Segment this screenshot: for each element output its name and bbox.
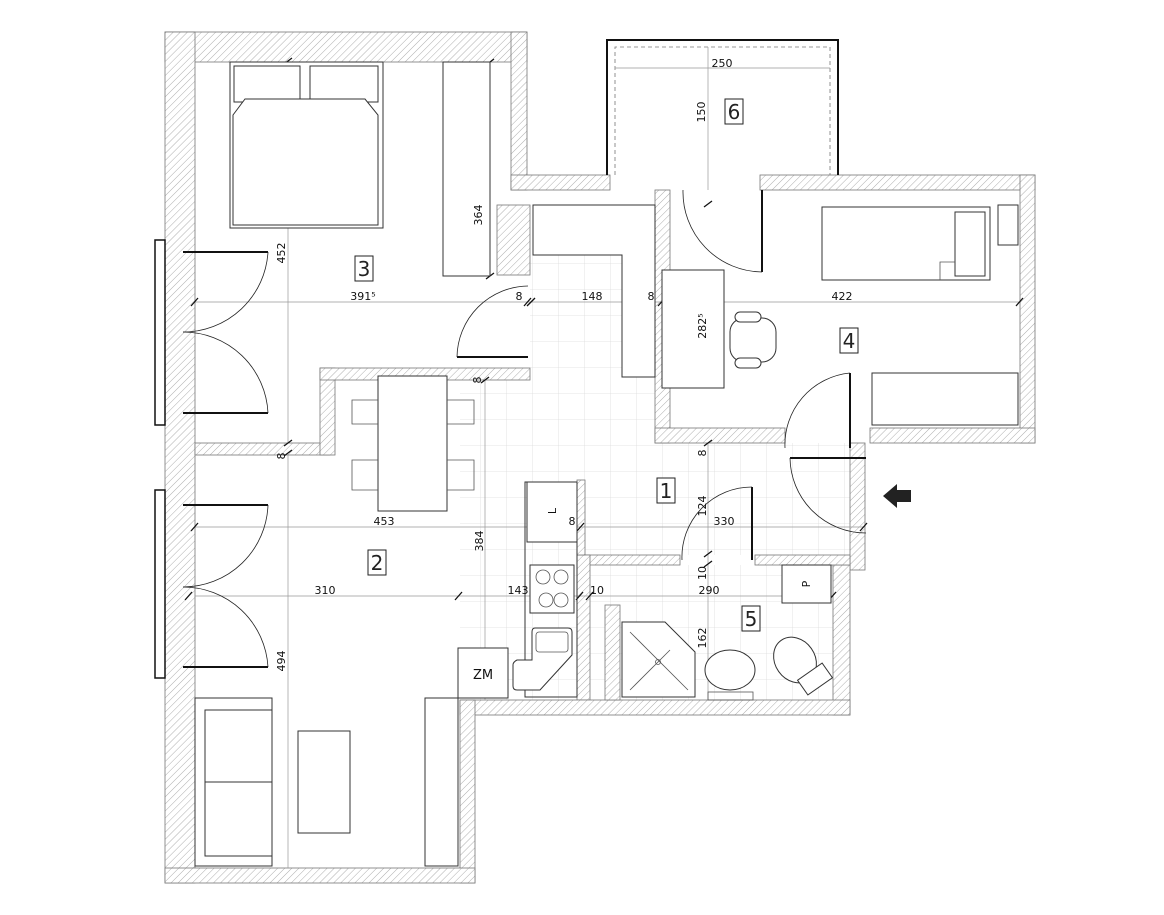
balcony (606, 39, 839, 175)
dim-room3-width: 391⁵ (350, 290, 375, 303)
sofa (194, 697, 273, 867)
shower-icon (621, 621, 696, 698)
dimension-ticks (184, 57, 1024, 601)
room-3-number: 3 (358, 257, 371, 281)
dining-table (351, 375, 475, 512)
dim-room2-height: 384 (473, 531, 486, 552)
room-6-number: 6 (728, 100, 741, 124)
cabinet-room4 (871, 372, 1019, 426)
dim-balcony-width: 250 (712, 57, 733, 70)
dim-room2-310: 310 (315, 584, 336, 597)
kitchen-sink-icon (512, 627, 573, 691)
dim-desk: 282⁵ (696, 313, 709, 338)
fridge: L (526, 481, 578, 543)
washer-box: P (781, 564, 832, 604)
bed-room3 (229, 61, 384, 229)
dim-wall-10b: 10 (590, 584, 604, 597)
dim-room2-494: 494 (275, 651, 288, 672)
dim-wall-8e: 8 (696, 450, 709, 457)
dim-room3-height: 452 (275, 243, 288, 264)
dim-wall-8b: 8 (648, 290, 655, 303)
zm-label: ZM (473, 668, 493, 683)
dim-kitchen-wall: 8 (569, 515, 576, 528)
dim-balcony-depth: 150 (695, 102, 708, 123)
dim-wall-8a: 8 (516, 290, 523, 303)
desk-l-shaped (532, 204, 656, 378)
tv-cabinet (424, 697, 459, 867)
dim-bath-162: 162 (696, 628, 709, 649)
dim-bath-290: 290 (699, 584, 720, 597)
washbasin-icon (704, 649, 756, 701)
dim-wardrobe: 364 (472, 205, 485, 226)
wardrobe-room3 (442, 61, 491, 277)
dim-room2-width: 453 (374, 515, 395, 528)
office-chair-icon (729, 311, 777, 369)
wardrobe-room4 (997, 204, 1019, 246)
rug (297, 730, 351, 834)
dim-wall-8d: 8 (275, 453, 288, 460)
bed-room4 (821, 206, 991, 281)
kitchen-counter (524, 481, 578, 698)
dimension-labels: 250 150 452 391⁵ 364 8 148 8 282⁵ 422 8 … (275, 57, 853, 672)
walls (164, 31, 1036, 884)
entrance-arrow-icon (883, 484, 911, 508)
dim-room4-width: 422 (832, 290, 853, 303)
dim-hall-330: 330 (714, 515, 735, 528)
fridge-label: L (546, 507, 559, 514)
room-5-number: 5 (745, 607, 758, 631)
dim-wall-8c: 8 (471, 377, 484, 384)
dim-wall-10a: 10 (696, 566, 709, 580)
washing-machine: ZM (457, 647, 509, 699)
windows (154, 239, 166, 679)
room-1-number: 1 (660, 479, 673, 503)
room-numbers: 6 3 4 1 2 5 (354, 98, 859, 632)
stove-icon (529, 564, 575, 614)
toilet-icon (773, 636, 834, 696)
dim-kitchen-143: 143 (508, 584, 529, 597)
room-2-number: 2 (371, 551, 384, 575)
washer-label: P (800, 580, 813, 587)
desk-room4 (661, 269, 725, 389)
room-4-number: 4 (843, 329, 856, 353)
dim-corridor: 148 (582, 290, 603, 303)
dim-hall-124: 124 (696, 496, 709, 517)
doors (182, 189, 867, 668)
